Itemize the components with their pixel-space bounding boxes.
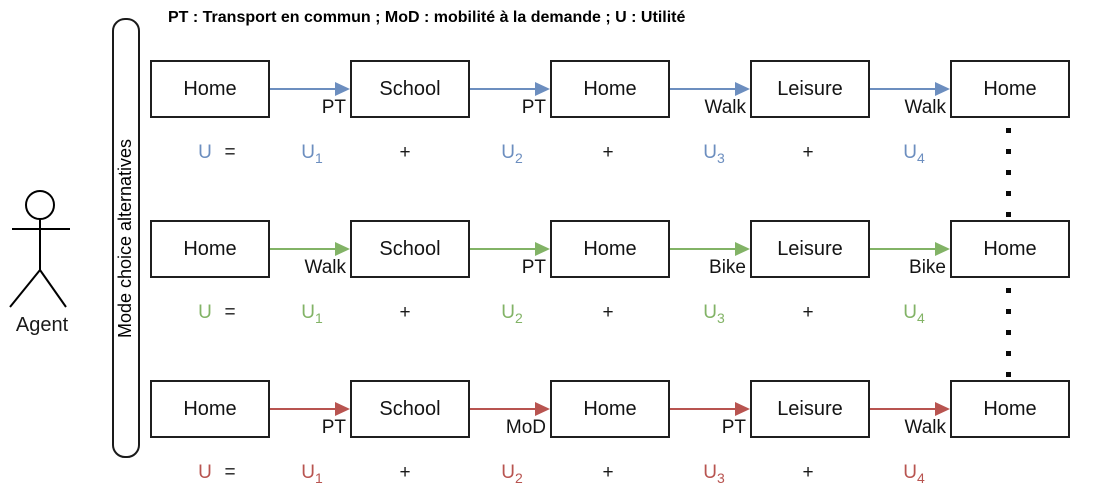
arrowhead-icon <box>735 242 750 256</box>
mode-label: PT <box>321 97 346 118</box>
mode-arrow-line <box>470 88 537 90</box>
utility-total: U <box>198 462 212 483</box>
arrowhead-icon <box>735 82 750 96</box>
arrowhead-icon <box>935 82 950 96</box>
arrowhead-icon <box>535 82 550 96</box>
utility-term: U3 <box>703 142 725 166</box>
plus-operator: + <box>399 462 411 483</box>
arrowhead-icon <box>935 242 950 256</box>
utility-term: U2 <box>501 142 523 166</box>
equals-operator: = <box>224 462 236 483</box>
alternative-row-2: Home School Home Leisure Home Walk PT Bi… <box>0 220 1100 345</box>
plus-operator: + <box>602 462 614 483</box>
utility-term: U2 <box>501 462 523 486</box>
activity-box-school: School <box>350 380 470 438</box>
activity-box-home: Home <box>550 380 670 438</box>
plus-operator: + <box>802 462 814 483</box>
agent-leg-left <box>9 269 41 308</box>
mode-arrow-line <box>670 408 737 410</box>
arrowhead-icon <box>735 402 750 416</box>
mode-arrow-line <box>270 408 337 410</box>
activity-box-home: Home <box>950 220 1070 278</box>
plus-operator: + <box>602 142 614 163</box>
plus-operator: + <box>802 302 814 323</box>
agent-leg-right <box>39 269 67 308</box>
arrowhead-icon <box>335 402 350 416</box>
utility-term: U3 <box>703 302 725 326</box>
utility-term: U4 <box>903 462 925 486</box>
plus-operator: + <box>602 302 614 323</box>
activity-box-home: Home <box>150 220 270 278</box>
mode-label: PT <box>321 417 346 438</box>
stick-figure-icon <box>9 190 70 308</box>
utility-term: U2 <box>501 302 523 326</box>
arrowhead-icon <box>335 242 350 256</box>
mode-arrow-line <box>270 248 337 250</box>
mode-arrow-line <box>270 88 337 90</box>
mode-arrow-line <box>670 88 737 90</box>
continuation-dots <box>1006 128 1011 218</box>
utility-term: U4 <box>903 142 925 166</box>
arrowhead-icon <box>335 82 350 96</box>
equals-operator: = <box>224 142 236 163</box>
utility-total: U <box>198 142 212 163</box>
activity-box-home: Home <box>150 60 270 118</box>
utility-total: U <box>198 302 212 323</box>
agent-head <box>25 190 55 220</box>
mode-label: PT <box>521 97 546 118</box>
utility-term: U4 <box>903 302 925 326</box>
mode-choice-alternatives-bar: Mode choice alternatives <box>112 18 140 458</box>
mode-label: PT <box>721 417 746 438</box>
activity-box-home: Home <box>550 60 670 118</box>
activity-box-leisure: Leisure <box>750 60 870 118</box>
mode-label: Walk <box>304 257 346 278</box>
utility-term: U1 <box>301 302 323 326</box>
mode-label: Bike <box>709 257 746 278</box>
activity-box-home: Home <box>950 380 1070 438</box>
activity-box-school: School <box>350 60 470 118</box>
arrowhead-icon <box>935 402 950 416</box>
utility-term: U3 <box>703 462 725 486</box>
agent-label: Agent <box>15 314 69 336</box>
equals-operator: = <box>224 302 236 323</box>
plus-operator: + <box>399 302 411 323</box>
mode-label: Walk <box>704 97 746 118</box>
alternative-row-1: Home School Home Leisure Home PT PT Walk… <box>0 60 1100 185</box>
mode-arrow-line <box>470 248 537 250</box>
plus-operator: + <box>399 142 411 163</box>
legend-title: PT : Transport en commun ; MoD : mobilit… <box>168 9 686 26</box>
mode-arrow-line <box>870 408 937 410</box>
mode-label: MoD <box>505 417 546 438</box>
plus-operator: + <box>802 142 814 163</box>
activity-box-leisure: Leisure <box>750 380 870 438</box>
mode-arrow-line <box>870 88 937 90</box>
alternative-row-3: Home School Home Leisure Home PT MoD PT … <box>0 380 1100 500</box>
mode-label: Bike <box>909 257 946 278</box>
utility-term: U1 <box>301 142 323 166</box>
mode-label: Walk <box>904 97 946 118</box>
activity-box-school: School <box>350 220 470 278</box>
continuation-dots <box>1006 288 1011 378</box>
mode-label: Walk <box>904 417 946 438</box>
arrowhead-icon <box>535 242 550 256</box>
utility-term: U1 <box>301 462 323 486</box>
activity-box-home: Home <box>150 380 270 438</box>
mode-arrow-line <box>870 248 937 250</box>
arrowhead-icon <box>535 402 550 416</box>
activity-box-home: Home <box>550 220 670 278</box>
mode-label: PT <box>521 257 546 278</box>
activity-box-home: Home <box>950 60 1070 118</box>
mode-arrow-line <box>670 248 737 250</box>
mode-arrow-line <box>470 408 537 410</box>
activity-box-leisure: Leisure <box>750 220 870 278</box>
